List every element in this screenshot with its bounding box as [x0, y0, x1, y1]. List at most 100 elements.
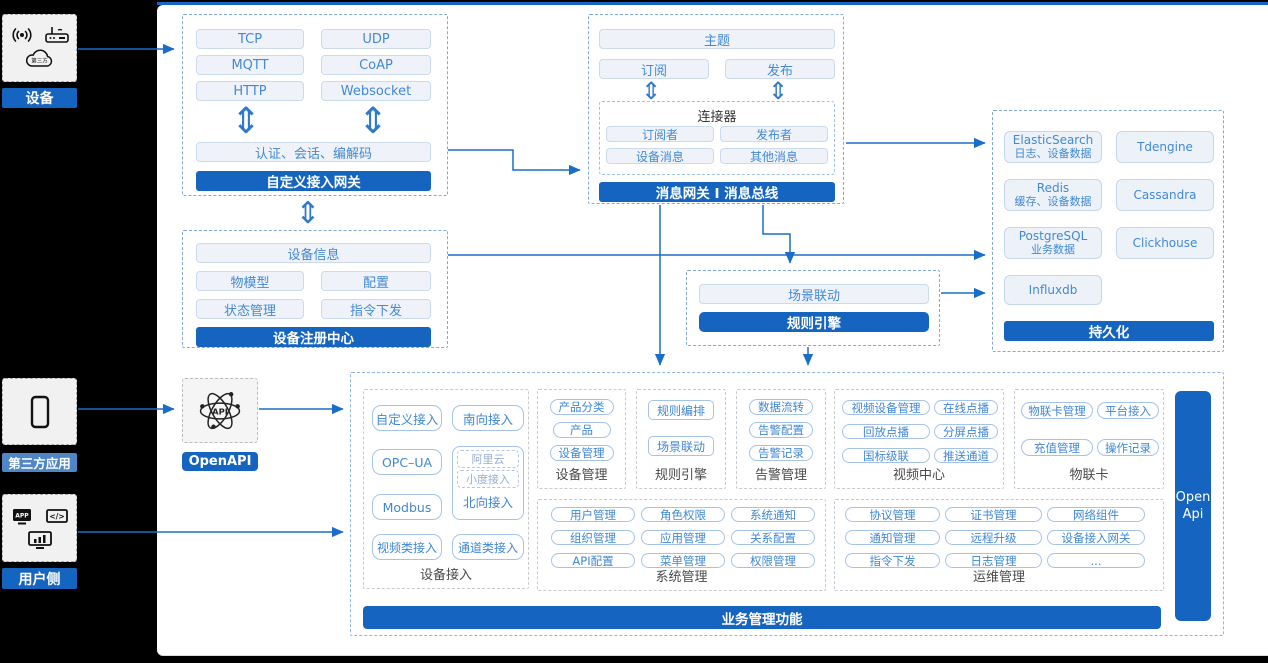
store-desc: 日志、设备数据 — [1014, 147, 1092, 160]
registry-pill: 状态管理 — [196, 299, 304, 319]
registry-pill: 物模型 — [196, 271, 304, 291]
svg-text:APP: APP — [15, 512, 29, 519]
registry-pill: 指令下发 — [321, 299, 431, 319]
system-pill: 关系配置 — [731, 530, 815, 545]
protocol-pill: CoAP — [321, 55, 431, 75]
app-icon: APP — [12, 508, 31, 524]
phone-icon — [30, 395, 49, 428]
svg-text:</>: </> — [49, 512, 64, 521]
third-party-rail-badge: 第三方应用 — [2, 453, 77, 472]
access-pill: OPC–UA — [372, 449, 442, 475]
north-access-box: 阿里云 小度接入 北向接入 — [452, 446, 524, 520]
device-registry-title-bar: 设备注册中心 — [196, 327, 431, 347]
open-api-line: Open — [1175, 490, 1211, 505]
protocol-pill: HTTP — [196, 81, 304, 101]
router-icon — [44, 27, 69, 43]
section-alarm: 数据流转 告警配置 告警记录 告警管理 — [736, 389, 826, 489]
store-clickhouse: Clickhouse — [1116, 227, 1214, 259]
north-access-label: 北向接入 — [462, 495, 513, 510]
message-bus-title-bar: 消息网关 I 消息总线 — [599, 182, 835, 202]
section-label: 规则引擎 — [654, 468, 707, 483]
system-pill: 菜单管理 — [641, 553, 725, 568]
business-title-bar: 业务管理功能 — [363, 606, 1161, 629]
access-pill: 南向接入 — [452, 405, 524, 431]
section-rule-engine: 规则编排 场景联动 规则引擎 — [636, 389, 726, 489]
ops-pill: 网络组件 — [1047, 507, 1145, 522]
publish-pill: 发布 — [725, 59, 835, 79]
connector-item: 订阅者 — [606, 126, 714, 142]
section-ops: 协议管理 证书管理 网络组件 通知管理 远程升级 设备接入网关 指令下发 日志管… — [834, 499, 1164, 591]
alarm-pill: 数据流转 — [749, 399, 813, 415]
system-pill: 权限管理 — [731, 553, 815, 568]
device-rail-badge: 设备 — [2, 88, 77, 108]
dashboard-icon — [27, 530, 52, 549]
rule-pill: 规则编排 — [648, 400, 714, 420]
access-pill: 视频类接入 — [372, 534, 442, 560]
store-name: Cassandra — [1133, 188, 1197, 202]
section-label: 物联卡 — [1069, 468, 1109, 483]
access-pill: 通道类接入 — [452, 534, 524, 560]
ops-pill: 设备接入网关 — [1047, 530, 1145, 545]
north-access-item: 阿里云 — [457, 450, 519, 468]
topic-pill: 主题 — [599, 29, 835, 49]
custom-gateway-title-bar: 自定义接入网关 — [196, 171, 431, 191]
connector-box: 连接器 订阅者 发布者 设备消息 其他消息 — [599, 101, 835, 175]
ops-pill: ... — [1047, 553, 1145, 568]
video-pill: 推送通道 — [934, 448, 998, 463]
iot-pill: 物联卡管理 — [1021, 402, 1093, 419]
ops-pill: 协议管理 — [845, 507, 940, 522]
user-side-rail-badge: 用户侧 — [2, 568, 77, 589]
section-label: 视频中心 — [892, 468, 945, 483]
open-api-vertical-bar: Open Api — [1175, 391, 1211, 621]
broadcast-icon — [11, 28, 32, 42]
store-name: Clickhouse — [1132, 236, 1198, 250]
iot-pill: 平台接入 — [1097, 402, 1159, 419]
persistence-panel: ElasticSearch 日志、设备数据 Tdengine Redis 缓存、… — [992, 110, 1224, 352]
ops-pill: 证书管理 — [945, 507, 1042, 522]
store-name: Redis — [1036, 181, 1070, 195]
access-pill: Modbus — [372, 494, 442, 520]
video-pill: 视频设备管理 — [842, 400, 930, 415]
auth-session-codec-pill: 认证、会话、编解码 — [196, 142, 431, 162]
updown-arrow-icon: ⇕ — [231, 101, 262, 142]
section-device-mgmt: 产品分类 产品 设备管理 设备管理 — [537, 389, 626, 489]
section-label: 系统管理 — [655, 570, 708, 585]
store-name: PostgreSQL — [1018, 229, 1088, 243]
mgmt-pill: 产品分类 — [549, 399, 614, 415]
store-postgresql: PostgreSQL 业务数据 — [1004, 227, 1102, 259]
store-name: Influxdb — [1028, 283, 1078, 297]
section-label: 运维管理 — [972, 570, 1025, 585]
connector-title: 连接器 — [697, 110, 737, 125]
section-system: 用户管理 角色权限 系统通知 组织管理 应用管理 关系配置 API配置 菜单管理… — [537, 499, 826, 591]
protocol-pill: Websocket — [321, 81, 431, 101]
system-pill: 应用管理 — [641, 530, 725, 545]
system-pill: 系统通知 — [731, 507, 815, 522]
device-info-pill: 设备信息 — [196, 243, 431, 263]
ops-pill: 通知管理 — [845, 530, 940, 545]
connector-item: 其他消息 — [720, 148, 828, 164]
device-registry-panel: 设备信息 物模型 配置 状态管理 指令下发 设备注册中心 — [182, 230, 448, 348]
connector-item: 设备消息 — [606, 148, 714, 164]
ops-pill: 远程升级 — [945, 530, 1042, 545]
store-influxdb: Influxdb — [1004, 275, 1102, 305]
protocol-pill: MQTT — [196, 55, 304, 75]
api-atom-icon: API — [199, 391, 241, 429]
store-tdengine: Tdengine — [1116, 131, 1214, 163]
open-api-line: Api — [1182, 507, 1204, 522]
system-pill: 用户管理 — [551, 507, 635, 522]
system-pill: API配置 — [551, 553, 635, 568]
access-pill: 自定义接入 — [372, 405, 442, 431]
section-label: 设备接入 — [419, 568, 472, 583]
device-sources-box: 第三方 — [2, 14, 77, 82]
protocol-pill: UDP — [321, 29, 431, 49]
protocol-pill: TCP — [196, 29, 304, 49]
video-pill: 回放点播 — [842, 424, 930, 439]
north-access-item: 小度接入 — [457, 470, 519, 488]
rule-engine-panel: 场景联动 规则引擎 — [686, 270, 940, 346]
ops-pill: 日志管理 — [945, 553, 1042, 568]
connector-item: 发布者 — [720, 126, 828, 142]
message-bus-panel: 主题 订阅 发布 ⇕ ⇕ 连接器 订阅者 发布者 设备消息 其他消息 消息网关 … — [588, 14, 844, 204]
mgmt-pill: 设备管理 — [549, 445, 614, 461]
code-icon: </> — [45, 508, 68, 523]
subscribe-pill: 订阅 — [599, 59, 709, 79]
